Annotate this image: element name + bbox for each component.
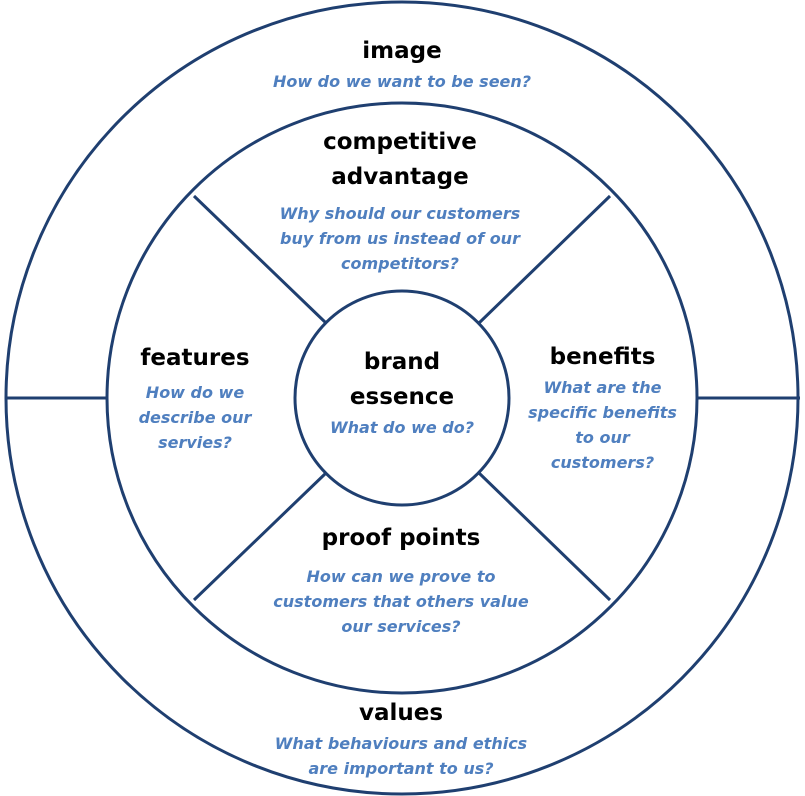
values-section: values What behaviours and ethics are im… bbox=[221, 696, 581, 781]
image-title: image bbox=[362, 38, 442, 64]
features-question-line-1: How do we bbox=[145, 383, 245, 402]
benefits-question-line-1: What are the bbox=[543, 378, 662, 397]
competitive-advantage-title-line-1: competitive bbox=[323, 129, 477, 155]
features-question-line-3: servies? bbox=[158, 433, 232, 452]
brand-essence-section: brand essence What do we do? bbox=[302, 345, 502, 440]
benefits-section: benefits What are the specific benefits … bbox=[515, 340, 690, 475]
lower-right-spoke bbox=[477, 471, 612, 602]
values-question-line-1: What behaviours and ethics bbox=[274, 734, 528, 753]
benefits-question-line-3: to our bbox=[575, 428, 630, 447]
proof-points-question-line-2: customers that others value bbox=[273, 592, 529, 611]
proof-points-question-line-3: our services? bbox=[341, 617, 461, 636]
features-title: features bbox=[140, 345, 250, 371]
upper-left-spoke bbox=[192, 194, 328, 325]
competitive-advantage-question-line-1: Why should our customers bbox=[279, 204, 521, 223]
center-circle bbox=[293, 289, 511, 507]
benefits-question-line-4: customers? bbox=[550, 453, 655, 472]
proof-points-section: proof points How can we prove to custome… bbox=[241, 521, 561, 639]
features-section: features How do we describe our servies? bbox=[120, 341, 270, 455]
benefits-title: benefits bbox=[549, 344, 656, 370]
brand-essence-title-line-1: brand bbox=[363, 349, 441, 375]
competitive-advantage-question-line-2: buy from us instead of our bbox=[280, 229, 520, 248]
competitive-advantage-section: competitive advantage Why should our cus… bbox=[240, 125, 560, 276]
values-question-line-2: are important to us? bbox=[308, 759, 494, 778]
benefits-question-line-2: specific benefits bbox=[528, 403, 677, 422]
upper-right-spoke bbox=[477, 194, 612, 325]
competitive-advantage-title-line-2: advantage bbox=[331, 164, 469, 190]
image-section: image How do we want to be seen? bbox=[202, 34, 602, 94]
brand-essence-title-line-2: essence bbox=[349, 384, 455, 410]
values-title: values bbox=[358, 700, 444, 726]
proof-points-question-line-1: How can we prove to bbox=[306, 567, 496, 586]
proof-points-title: proof points bbox=[321, 525, 481, 551]
brand-essence-question: What do we do? bbox=[330, 418, 474, 437]
features-question-line-2: describe our bbox=[138, 408, 252, 427]
image-question: How do we want to be seen? bbox=[272, 72, 532, 91]
lower-left-spoke bbox=[192, 471, 328, 602]
competitive-advantage-question-line-3: competitors? bbox=[341, 254, 459, 273]
